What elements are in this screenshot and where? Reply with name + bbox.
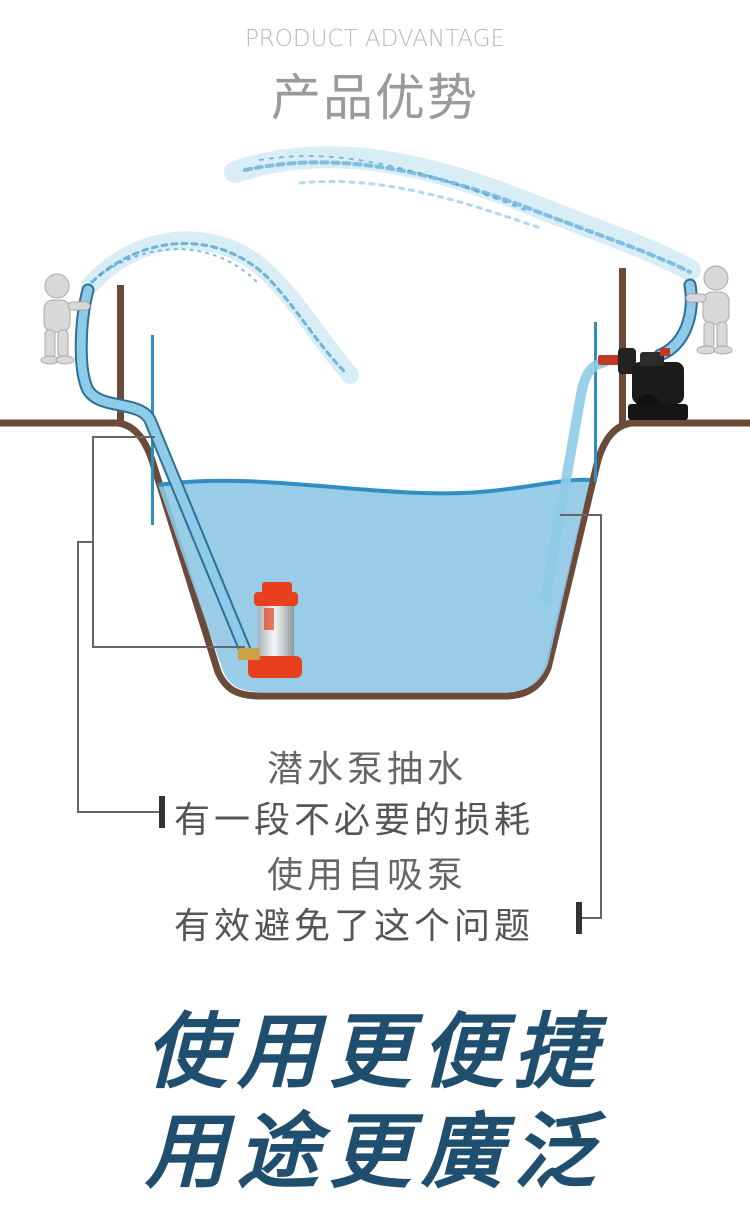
caption-selfpriming-title: 使用自吸泵 (267, 855, 468, 896)
right-gauge-line (594, 322, 597, 482)
pump-comparison-diagram (0, 146, 750, 934)
caption-submersible-desc: 有一段不必要的损耗 (174, 800, 535, 841)
slogan-line-1: 使用更便捷 (145, 1004, 605, 1100)
self-priming-callout-lines (560, 514, 602, 919)
ground-surface (0, 419, 750, 700)
right-person-figure (685, 265, 733, 355)
slogan-line-2: 用途更廣泛 (145, 1104, 605, 1200)
caption-submersible-title: 潜水泵抽水 (267, 749, 468, 790)
header-title-en: PRODUCT ADVANTAGE (244, 26, 506, 52)
header-title-cn: 产品优势 (271, 69, 479, 127)
right-post (619, 268, 626, 425)
submersible-hose (74, 283, 252, 657)
caption-selfpriming-desc: 有效避免了这个问题 (174, 906, 535, 947)
self-priming-pump-icon (598, 348, 688, 420)
left-person-figure (40, 273, 91, 365)
left-post (117, 285, 124, 425)
water-spray-left (81, 231, 359, 384)
submersible-callout-lines (77, 436, 245, 813)
water-spray-top (224, 146, 701, 281)
self-priming-callout-marker (576, 902, 582, 934)
submersible-pump-icon (238, 582, 302, 678)
submersible-callout-marker (159, 796, 165, 828)
